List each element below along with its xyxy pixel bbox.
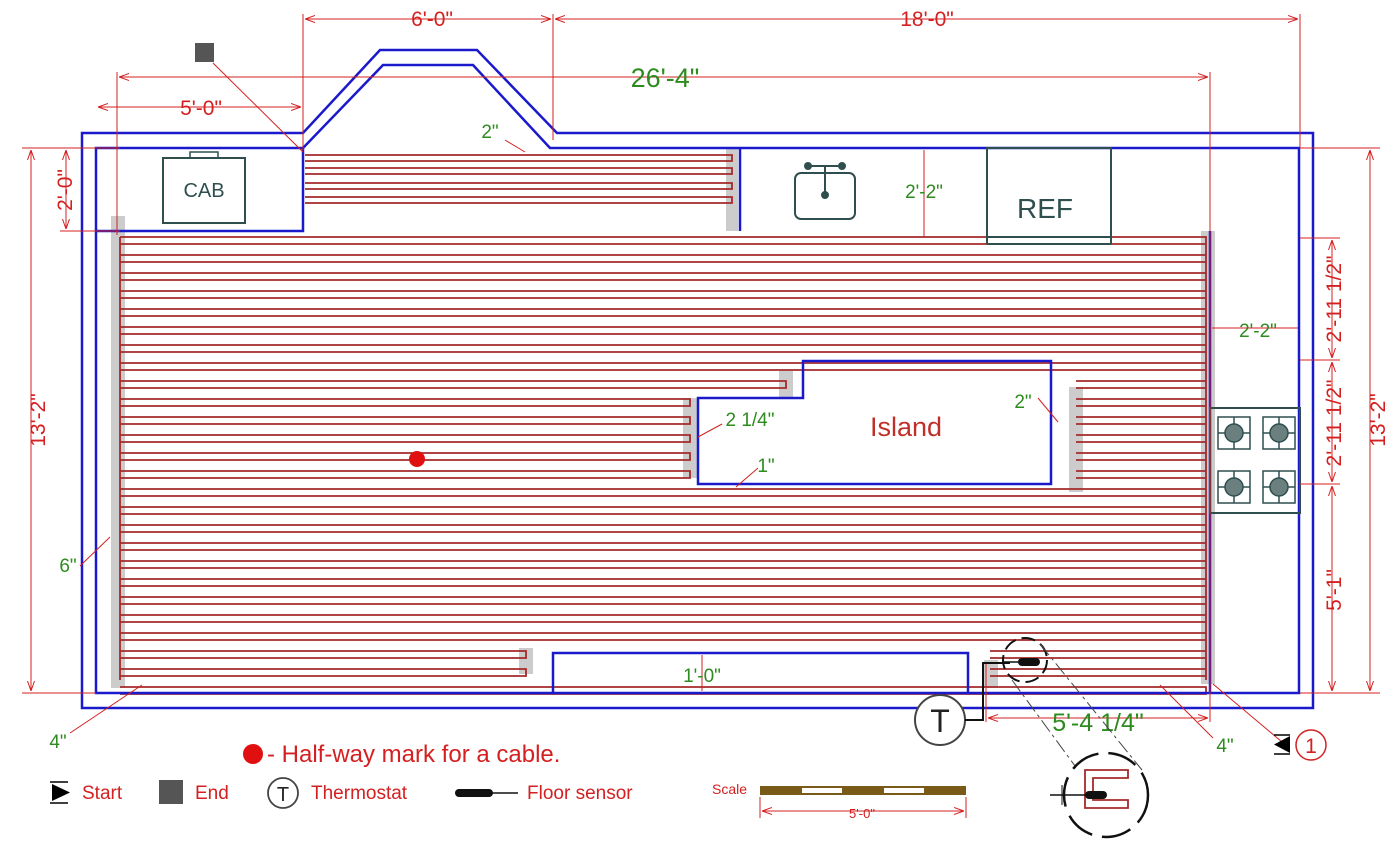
scale-label: Scale xyxy=(712,781,747,797)
section-marker-label: 1 xyxy=(1305,735,1317,758)
dim-2ft11-b-label: 2'-11 1/2" xyxy=(1323,380,1346,467)
sink-knob-right xyxy=(838,162,846,170)
outer-wall xyxy=(80,48,1315,710)
gap-1in-label: 1" xyxy=(757,456,774,477)
dim-13ft-right-label: 13'-2" xyxy=(1367,393,1390,447)
cab-handle xyxy=(189,151,219,159)
legend-halfway-dot xyxy=(243,744,263,764)
leader-4in-right xyxy=(1159,684,1214,739)
scale-bar xyxy=(759,786,967,818)
svg-text:T: T xyxy=(930,703,950,739)
strap-island-right xyxy=(1069,387,1083,492)
burners xyxy=(1217,416,1296,504)
heating-cable xyxy=(119,154,1207,695)
svg-text:T: T xyxy=(277,784,289,806)
gap-2in-island-label: 2" xyxy=(1014,392,1031,413)
legend-start-label: Start xyxy=(82,783,123,804)
island-label: Island xyxy=(870,412,942,442)
gap-2in-top-label: 2" xyxy=(481,122,498,143)
strap-left xyxy=(111,216,125,688)
leader-2in-island xyxy=(1037,397,1059,423)
floor-sensor-icon xyxy=(1004,658,1040,666)
cab-label: CAB xyxy=(183,180,224,202)
leader-2in-top xyxy=(504,139,526,153)
strap-alcove xyxy=(726,149,738,231)
sensor-callout-small xyxy=(1002,637,1048,683)
dim-26ft-label: 26'-4" xyxy=(631,63,700,93)
cooktop-box xyxy=(1209,407,1301,514)
dim-5ft1-label: 5'-1" xyxy=(1323,569,1346,611)
leader-4in-left xyxy=(69,684,143,734)
leader-1in xyxy=(735,467,759,488)
dim-6ft-label: 6'-0" xyxy=(411,8,453,31)
dim-range-gap-label: 2'-2" xyxy=(1239,321,1277,342)
strap-bottom-left xyxy=(519,648,533,674)
scale-value: 5'-0" xyxy=(849,806,875,821)
cooktop-icon xyxy=(1209,407,1301,514)
ref-fixture: REF xyxy=(986,147,1112,245)
legend-end-label: End xyxy=(195,783,229,804)
leader-end xyxy=(212,62,304,153)
thermostat-icon: T xyxy=(914,662,1010,746)
burner-icon xyxy=(1217,470,1251,504)
bottom-counter xyxy=(551,651,970,693)
cab-wall xyxy=(96,148,305,233)
inner-wall xyxy=(94,63,1301,695)
dimension-lines xyxy=(22,14,1380,743)
gap-2-1-4-label: 2 1/4" xyxy=(725,410,774,431)
cable-main-runs xyxy=(119,236,1207,695)
halfway-mark xyxy=(409,451,425,467)
legend-start-icon xyxy=(50,781,70,804)
island-outline xyxy=(696,359,1053,486)
section-marker-icon xyxy=(1295,729,1327,761)
cable-alcove-runs xyxy=(305,154,733,204)
start-marker-icon xyxy=(1274,734,1290,755)
end-marker-icon xyxy=(195,43,214,62)
gap-4in-left-label: 4" xyxy=(49,732,66,753)
dim-5ft-label: 5'-0" xyxy=(180,97,222,120)
leader-2-1-4 xyxy=(697,423,723,438)
dim-1ft-label: 1'-0" xyxy=(683,666,721,687)
dim-5ft4-label: 5'-4 1/4" xyxy=(1052,709,1143,737)
strap-bottom-right xyxy=(984,660,998,688)
callout-line-2 xyxy=(1039,643,1143,771)
dim-sink-depth-label: 2'-2" xyxy=(905,182,943,203)
ref-label: REF xyxy=(1017,193,1073,224)
walls xyxy=(80,48,1315,710)
dim-2ft11-a-label: 2'-11 1/2" xyxy=(1323,256,1346,343)
sink-drain xyxy=(821,191,829,199)
legend-floor-sensor-icon xyxy=(455,789,518,797)
sink-knob-left xyxy=(804,162,812,170)
leader-start xyxy=(1212,683,1283,743)
legend-halfway-text: - Half-way mark for a cable. xyxy=(267,741,560,768)
dim-2ft-label: 2'-0" xyxy=(54,169,77,211)
burner-icon xyxy=(1217,416,1251,450)
burner-icon xyxy=(1262,416,1296,450)
cab-fixture: CAB xyxy=(162,151,246,224)
legend-thermostat-icon: T xyxy=(267,777,299,809)
sink-icon xyxy=(794,162,856,220)
legend-thermostat-label: Thermostat xyxy=(311,783,408,804)
leader-6in xyxy=(79,536,111,567)
legend-floor-sensor-label: Floor sensor xyxy=(527,783,633,804)
dim-13ft-left-label: 13'-2" xyxy=(27,393,50,447)
sensor-callout-large xyxy=(1050,751,1150,839)
burner-icon xyxy=(1262,470,1296,504)
gap-6in-label: 6" xyxy=(59,556,76,577)
strap-right xyxy=(1201,231,1215,684)
ref-box xyxy=(986,147,1112,238)
callout-line-1 xyxy=(1011,679,1079,771)
dim-18ft-label: 18'-0" xyxy=(900,8,954,31)
legend-end-icon xyxy=(159,780,183,804)
gap-4in-right-label: 4" xyxy=(1216,736,1233,757)
